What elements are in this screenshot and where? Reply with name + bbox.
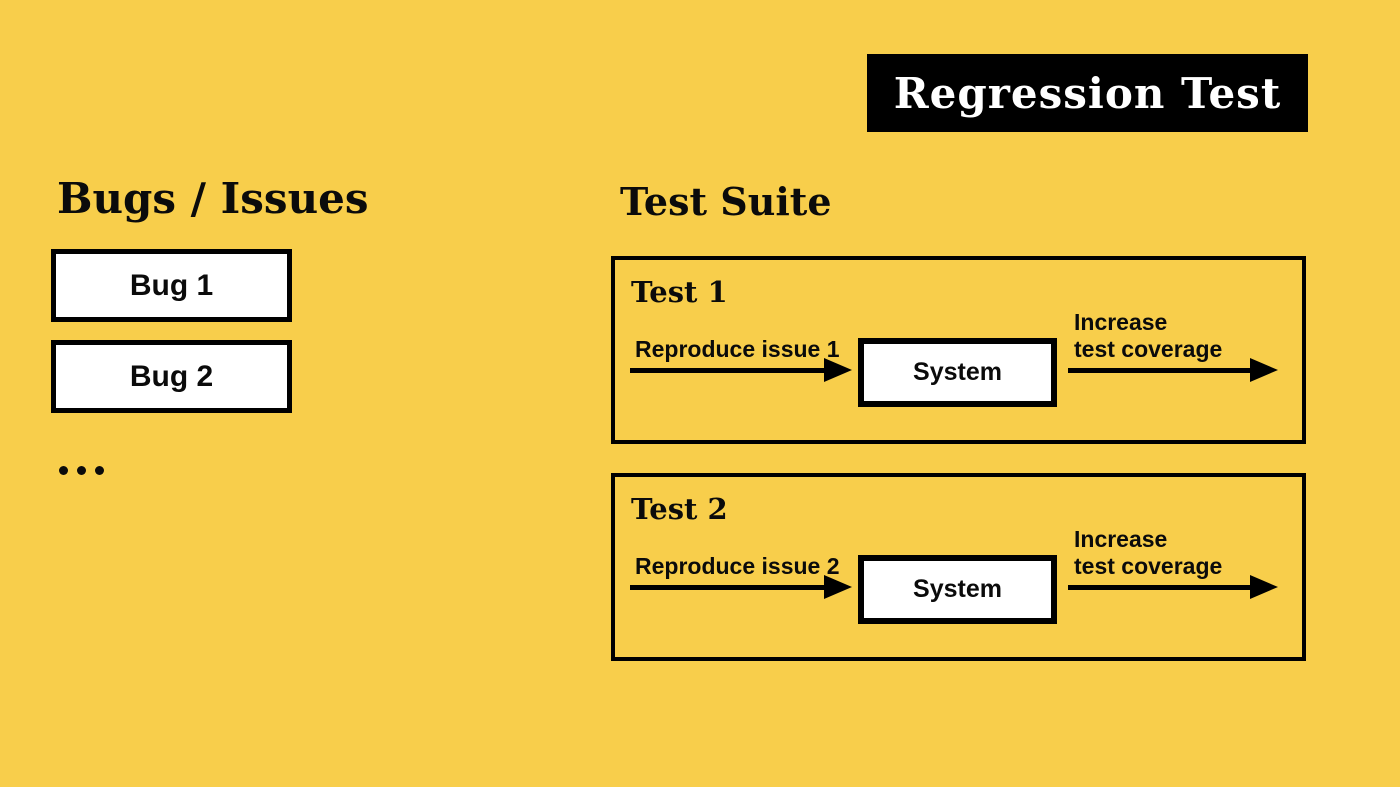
arrow-head-icon [1250,575,1278,599]
system-box: System [858,555,1057,624]
reproduce-issue-label: Reproduce issue 2 [635,553,840,579]
reproduce-issue-label: Reproduce issue 1 [635,336,840,362]
system-box: System [858,338,1057,407]
arrow-head-icon [824,358,852,382]
test-title: Test 2 [631,492,728,526]
system-label: System [913,575,1002,603]
bug-item: Bug 2 [51,340,292,413]
dot [77,466,86,475]
test-card: Test 2 Reproduce issue 2 System Increase… [611,473,1306,661]
arrow-line [1068,367,1250,373]
bug-item-label: Bug 1 [129,268,214,302]
reproduce-arrow [630,358,852,382]
arrow-line [630,367,824,373]
dot [95,466,104,475]
increase-coverage-label: Increase test coverage [1074,526,1222,580]
bug-item-label: Bug 2 [129,359,214,393]
bugs-issues-heading: Bugs / Issues [57,174,369,223]
dot [59,466,68,475]
bug-item: Bug 1 [51,249,292,322]
increase-coverage-line1: Increase [1074,526,1168,552]
ellipsis-icon [59,466,104,475]
system-label: System [913,358,1002,386]
reproduce-arrow [630,575,852,599]
test-card: Test 1 Reproduce issue 1 System Increase… [611,256,1306,444]
increase-coverage-line2: test coverage [1074,336,1223,362]
increase-coverage-line1: Increase [1074,309,1168,335]
arrow-head-icon [1250,358,1278,382]
test-suite-heading: Test Suite [620,179,832,224]
arrow-line [630,584,824,590]
regression-test-badge: Regression Test [867,54,1308,132]
increase-coverage-label: Increase test coverage [1074,309,1222,363]
arrow-head-icon [824,575,852,599]
increase-coverage-line2: test coverage [1074,553,1223,579]
test-title: Test 1 [631,275,728,309]
coverage-arrow [1068,358,1278,382]
arrow-line [1068,584,1250,590]
coverage-arrow [1068,575,1278,599]
